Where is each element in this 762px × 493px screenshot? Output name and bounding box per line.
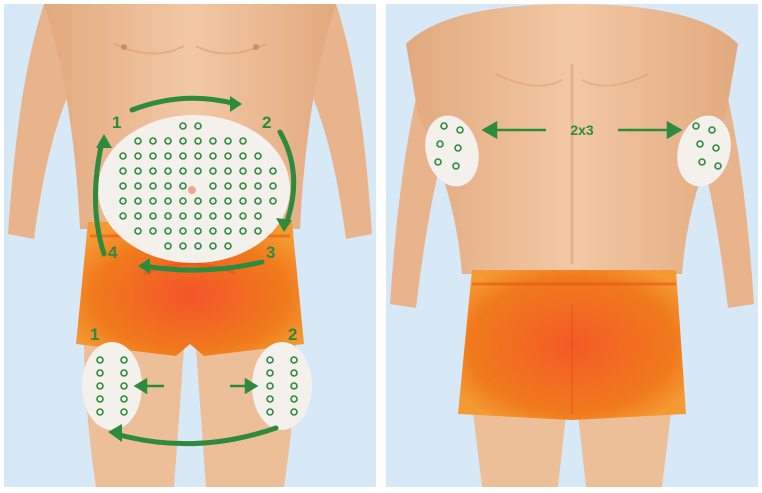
abdomen-label-2: 2 xyxy=(262,113,271,132)
navel xyxy=(188,186,196,194)
thigh-label-2: 2 xyxy=(288,325,297,344)
arms-label: 2x3 xyxy=(570,122,594,138)
left-thigh-injection-zone xyxy=(82,342,142,430)
front-body-figure: 1 2 3 4 1 2 xyxy=(4,4,376,487)
abdomen-label-1: 1 xyxy=(112,113,121,132)
abdomen-label-4: 4 xyxy=(108,243,118,262)
right-thigh-injection-zone xyxy=(252,342,312,430)
front-view-panel: 1 2 3 4 1 2 xyxy=(4,4,376,487)
back-view-panel: 2x3 xyxy=(386,4,758,487)
thigh-label-1: 1 xyxy=(90,325,99,344)
back-body-figure: 2x3 xyxy=(386,4,758,487)
abdomen-label-3: 3 xyxy=(266,243,275,262)
